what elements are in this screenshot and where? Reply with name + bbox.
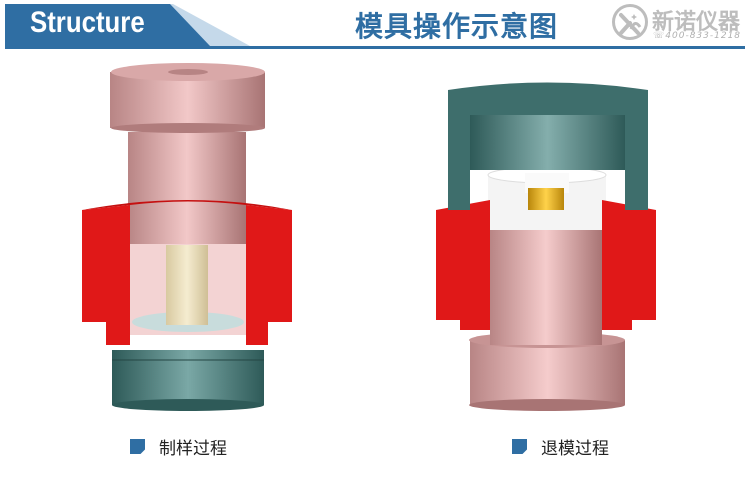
caption-pressing: 制样过程 bbox=[130, 434, 227, 459]
red-sleeve-right bbox=[602, 200, 656, 330]
pellet bbox=[528, 188, 564, 210]
bullet-square-icon bbox=[130, 439, 145, 454]
red-sleeve-left bbox=[82, 205, 130, 345]
brand-logo: 新诺仪器 ☏400-833-1218 bbox=[612, 4, 747, 44]
upper-punch bbox=[110, 63, 265, 244]
spacer-ring bbox=[487, 166, 607, 230]
red-sleeve-left bbox=[436, 200, 490, 330]
lower-punch bbox=[469, 220, 625, 411]
brand-name: 新诺仪器 bbox=[652, 10, 741, 35]
header-tag-label: Structure bbox=[30, 6, 145, 39]
demolding-diagram bbox=[436, 82, 656, 411]
page-title: 模具操作示意图 bbox=[355, 10, 559, 43]
header-tag bbox=[5, 4, 210, 46]
base-plate bbox=[112, 350, 264, 411]
bullet-square-icon bbox=[512, 439, 527, 454]
header-rule bbox=[5, 46, 745, 49]
demold-cap bbox=[448, 82, 648, 210]
pressing-diagram bbox=[82, 63, 292, 411]
header: Structure 模具操作示意图 新诺仪器 ☏400-833-1218 bbox=[0, 0, 750, 52]
caption-demolding: 退模过程 bbox=[512, 434, 609, 459]
brand-phone: ☏400-833-1218 bbox=[653, 31, 742, 41]
xn-circle-logo-icon bbox=[612, 4, 648, 40]
sample-powder bbox=[166, 245, 208, 325]
red-sleeve-right bbox=[246, 205, 292, 345]
